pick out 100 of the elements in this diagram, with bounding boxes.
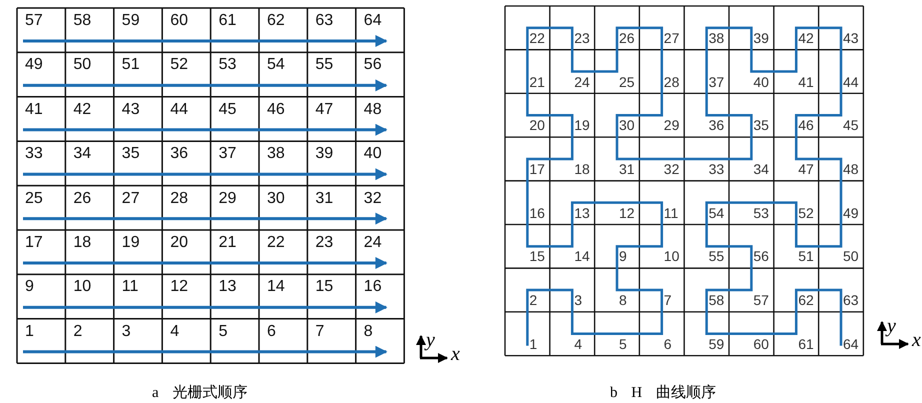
- cell-number: 2: [73, 324, 82, 340]
- cell-number: 20: [529, 118, 545, 132]
- cell-number: 61: [798, 336, 814, 351]
- cell-number: 5: [218, 324, 228, 340]
- cell-number: 45: [843, 118, 859, 132]
- cell-number: 4: [170, 324, 180, 340]
- cell-number: 8: [619, 293, 627, 308]
- cell-number: 24: [364, 235, 382, 251]
- cell-number: 58: [73, 13, 92, 29]
- cell-number: 25: [619, 74, 635, 89]
- cell-number: 57: [753, 293, 769, 308]
- cell-number: 30: [619, 118, 635, 132]
- cell-number: 44: [170, 102, 188, 118]
- cell-number: 50: [843, 249, 859, 264]
- cell-number: 45: [218, 102, 236, 118]
- cell-number: 47: [798, 162, 814, 176]
- cell-number: 42: [798, 30, 814, 45]
- cell-number: 41: [25, 102, 43, 118]
- cell-number: 19: [574, 118, 590, 132]
- cell-number: 47: [315, 102, 334, 118]
- cell-number: 21: [529, 74, 545, 89]
- cell-number: 34: [73, 146, 92, 162]
- cell-number: 36: [170, 146, 188, 162]
- cell-number: 10: [73, 279, 92, 296]
- caption: b H 曲线顺序: [610, 386, 716, 401]
- cell-number: 37: [708, 74, 724, 89]
- cell-number: 43: [843, 30, 859, 45]
- cell-number: 55: [315, 57, 334, 74]
- cell-number: 59: [122, 13, 140, 29]
- cell-number: 14: [574, 249, 590, 264]
- cell-number: 11: [122, 279, 138, 296]
- cell-number: 9: [25, 279, 34, 296]
- cell-number: 37: [218, 146, 236, 162]
- cell-number: 11: [664, 206, 678, 220]
- cell-number: 64: [364, 13, 382, 29]
- cell-number: 46: [798, 118, 814, 132]
- cell-number: 25: [25, 190, 43, 207]
- cell-number: 28: [664, 74, 680, 89]
- cell-number: 9: [619, 249, 627, 264]
- cell-number: 30: [267, 190, 285, 207]
- cell-number: 26: [73, 190, 92, 207]
- axis-label: x: [451, 344, 460, 364]
- cell-number: 36: [708, 118, 724, 132]
- cell-number: 31: [619, 162, 635, 176]
- cell-number: 63: [843, 293, 859, 308]
- cell-number: 1: [25, 324, 34, 340]
- cell-number: 49: [25, 57, 43, 74]
- cell-number: 26: [619, 30, 635, 45]
- cell-number: 23: [574, 30, 590, 45]
- cell-number: 38: [267, 146, 285, 162]
- cell-number: 60: [170, 13, 188, 29]
- cell-number: 59: [708, 336, 724, 351]
- cell-number: 39: [315, 146, 334, 162]
- cell-number: 52: [170, 57, 188, 74]
- cell-number: 55: [708, 249, 724, 264]
- cell-number: 50: [73, 57, 92, 74]
- cell-number: 53: [218, 57, 236, 74]
- cell-number: 1: [529, 336, 538, 351]
- cell-number: 46: [267, 102, 285, 118]
- cell-number: 53: [753, 206, 769, 220]
- cell-number: 16: [529, 206, 545, 220]
- cell-number: 16: [364, 279, 382, 296]
- cell-number: 29: [664, 118, 680, 132]
- cell-number: 15: [529, 249, 545, 264]
- cell-number: 51: [798, 249, 814, 264]
- cell-number: 29: [218, 190, 236, 207]
- cell-number: 12: [170, 279, 188, 296]
- cell-number: 18: [73, 235, 92, 251]
- cell-number: 48: [364, 102, 382, 118]
- axis-label: y: [426, 330, 435, 350]
- cell-number: 3: [122, 324, 131, 340]
- cell-number: 17: [529, 162, 545, 176]
- cell-number: 33: [708, 162, 724, 176]
- cell-number: 40: [364, 146, 382, 162]
- cell-number: 44: [843, 74, 859, 89]
- axis-label: x: [912, 330, 921, 350]
- cell-number: 15: [315, 279, 334, 296]
- cell-number: 31: [315, 190, 334, 207]
- cell-number: 13: [218, 279, 236, 296]
- cell-number: 28: [170, 190, 188, 207]
- cell-number: 54: [708, 206, 724, 220]
- cell-number: 7: [664, 293, 672, 308]
- cell-number: 8: [364, 324, 373, 340]
- cell-number: 43: [122, 102, 140, 118]
- cell-number: 18: [574, 162, 590, 176]
- cell-number: 42: [73, 102, 92, 118]
- cell-number: 4: [574, 336, 582, 351]
- cell-number: 12: [619, 206, 635, 220]
- cell-number: 20: [170, 235, 188, 251]
- cell-number: 62: [267, 13, 285, 29]
- cell-number: 6: [664, 336, 672, 351]
- cell-number: 39: [753, 30, 769, 45]
- cell-number: 32: [364, 190, 382, 207]
- cell-number: 62: [798, 293, 814, 308]
- cell-number: 6: [267, 324, 276, 340]
- cell-number: 21: [218, 235, 236, 251]
- cell-number: 22: [267, 235, 285, 251]
- cell-number: 63: [315, 13, 334, 29]
- cell-number: 19: [122, 235, 140, 251]
- axis-label: y: [887, 316, 896, 336]
